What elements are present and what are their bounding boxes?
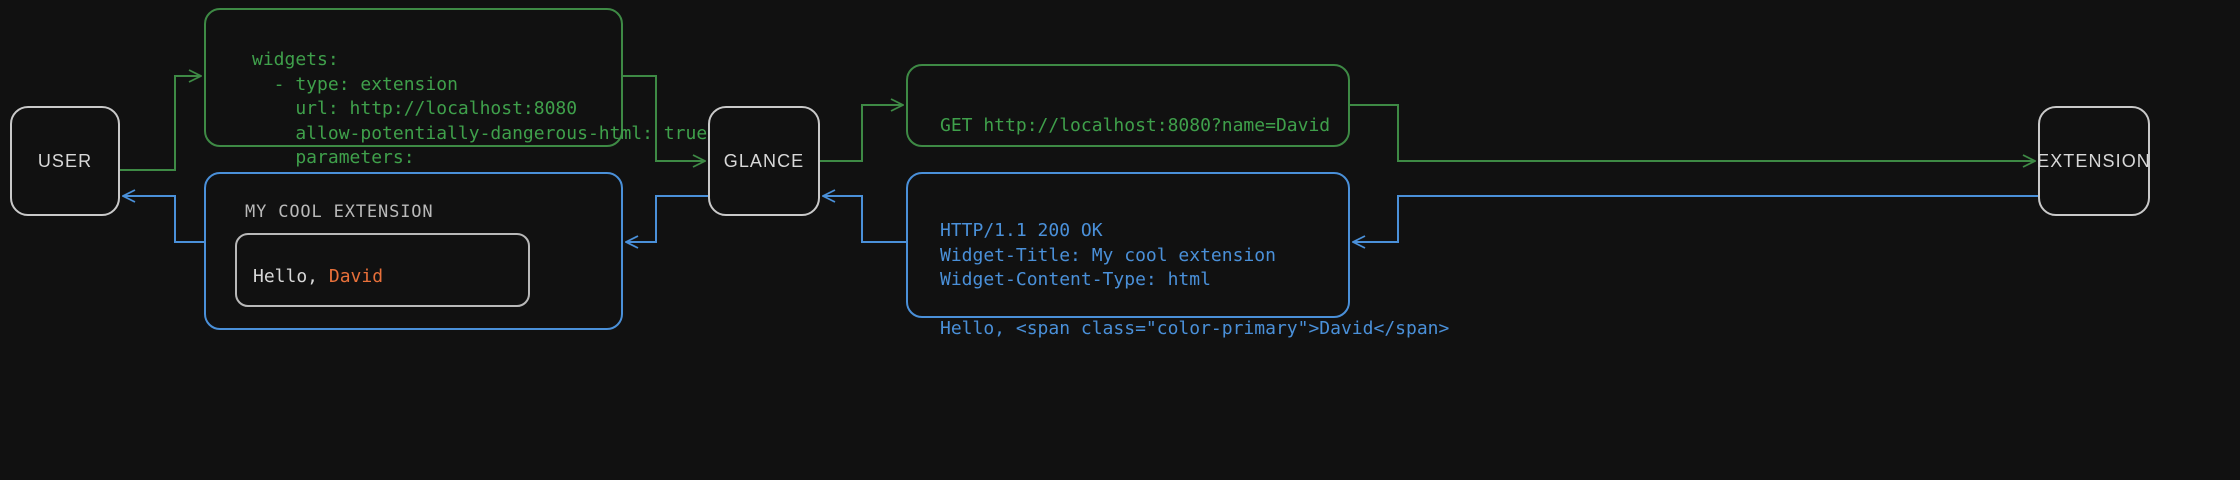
- http-request-text: GET http://localhost:8080?name=David: [940, 115, 1331, 136]
- node-glance[interactable]: GLANCE: [708, 106, 820, 216]
- edge-widget-to-user: [124, 196, 204, 243]
- widget-body-accent: David: [328, 266, 384, 287]
- http-request-box: GET http://localhost:8080?name=David: [906, 64, 1350, 147]
- edge-glance-to-request: [820, 105, 902, 162]
- rendered-widget-box: MY COOL EXTENSION Hello, David: [204, 172, 623, 330]
- yaml-config-box: widgets: - type: extension url: http://l…: [204, 8, 707, 193]
- widget-content-frame: Hello, David: [235, 233, 530, 307]
- node-glance-label: GLANCE: [723, 150, 805, 171]
- edge-extension-to-response: [1354, 195, 2038, 242]
- widget-body: Hello, David: [253, 266, 383, 287]
- http-response-text: HTTP/1.1 200 OK Widget-Title: My cool ex…: [940, 220, 1450, 339]
- http-response-box: HTTP/1.1 200 OK Widget-Title: My cool ex…: [906, 172, 1449, 339]
- node-extension-label: EXTENSION: [2037, 150, 2151, 171]
- edge-response-to-glance: [824, 196, 906, 243]
- widget-body-prefix: Hello,: [253, 266, 329, 287]
- edge-request-to-extension: [1350, 104, 2034, 161]
- node-user[interactable]: USER: [10, 106, 120, 216]
- node-extension[interactable]: EXTENSION: [2037, 106, 2151, 216]
- edge-user-to-yaml: [120, 76, 200, 171]
- node-user-label: USER: [37, 150, 93, 171]
- widget-title: MY COOL EXTENSION: [245, 202, 434, 222]
